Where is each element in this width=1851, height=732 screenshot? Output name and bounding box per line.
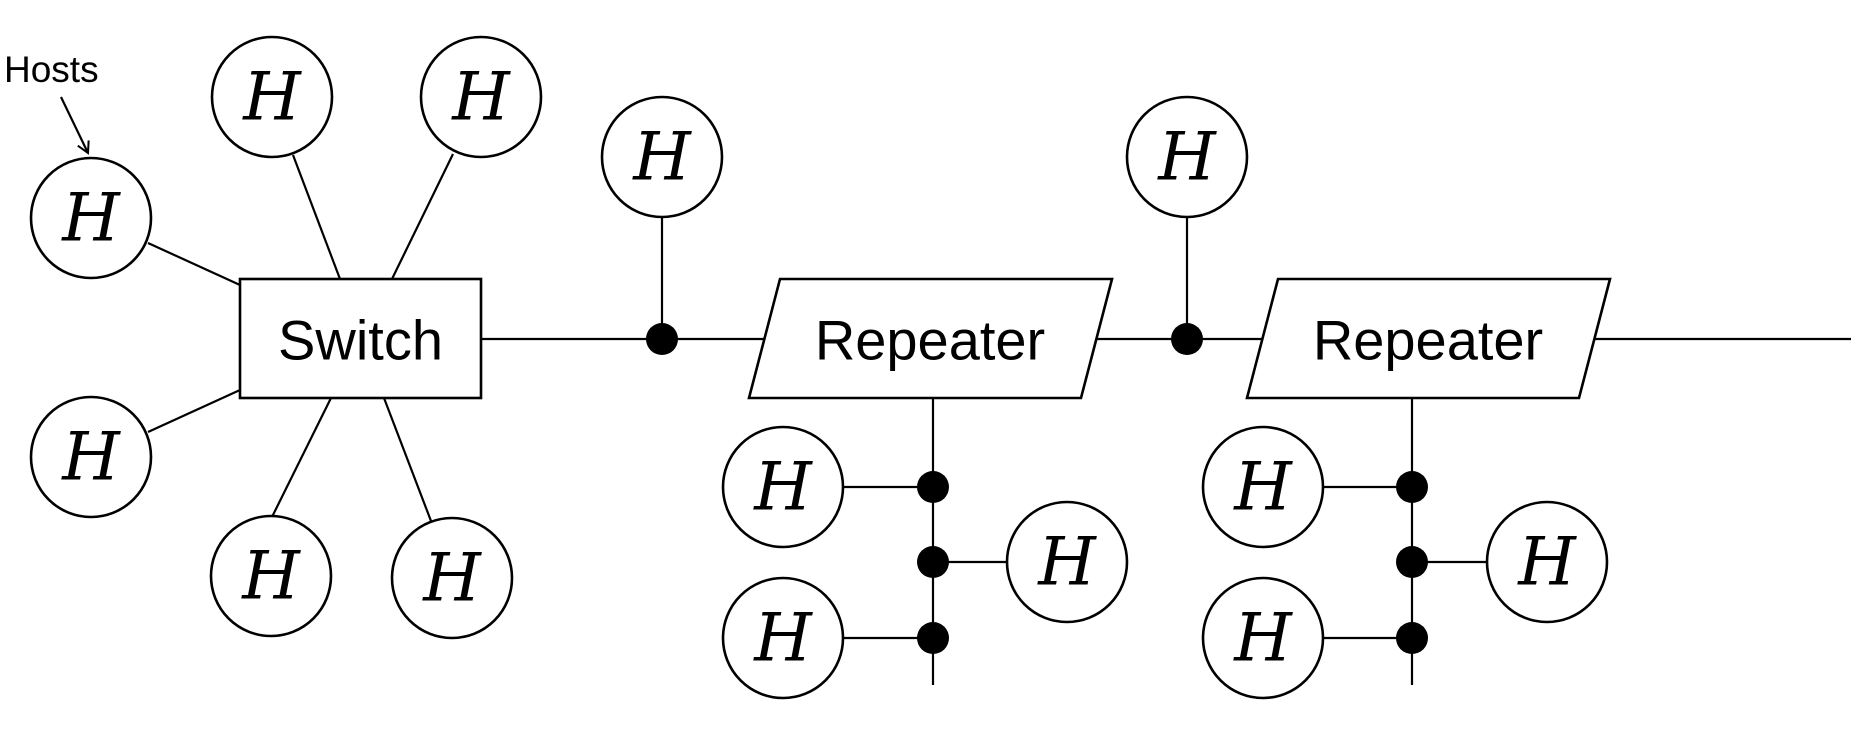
host-label: H bbox=[753, 449, 813, 526]
junction-dot bbox=[1396, 546, 1428, 578]
host-node: H bbox=[29, 395, 153, 519]
host-circle bbox=[721, 576, 845, 700]
host-node: H bbox=[390, 516, 514, 640]
link-switch-host-left-top bbox=[147, 241, 241, 287]
host-label: H bbox=[242, 59, 302, 136]
host-circle bbox=[1125, 95, 1249, 219]
repeater-shape bbox=[747, 277, 1114, 400]
junction-dot bbox=[1396, 471, 1428, 503]
host-node: H bbox=[1201, 576, 1325, 700]
host-node: H bbox=[1005, 500, 1129, 624]
host-circle bbox=[29, 395, 153, 519]
junction-dot bbox=[1396, 622, 1428, 654]
host-circle bbox=[419, 35, 543, 159]
host-label: H bbox=[753, 600, 813, 677]
host-node: H bbox=[1125, 95, 1249, 219]
host-circle bbox=[1005, 500, 1129, 624]
hosts: H H H H H H H H bbox=[29, 35, 1609, 700]
host-node: H bbox=[209, 514, 333, 638]
host-node: H bbox=[29, 156, 153, 280]
host-circle bbox=[390, 516, 514, 640]
link-switch-host-left-bottom bbox=[147, 388, 241, 434]
host-label: H bbox=[1157, 119, 1217, 196]
host-label: H bbox=[61, 419, 121, 496]
host-circle bbox=[1201, 425, 1325, 549]
junction-dot bbox=[646, 323, 678, 355]
host-node: H bbox=[419, 35, 543, 159]
host-circle bbox=[209, 514, 333, 638]
host-circle bbox=[721, 425, 845, 549]
repeater-shape bbox=[1245, 277, 1612, 400]
host-circle bbox=[1201, 576, 1325, 700]
host-node: H bbox=[721, 425, 845, 549]
junctions bbox=[646, 323, 1428, 654]
host-node: H bbox=[1201, 425, 1325, 549]
link-switch-host-top-1 bbox=[291, 154, 342, 280]
host-node: H bbox=[210, 35, 334, 159]
host-node: H bbox=[1485, 500, 1609, 624]
junction-dot bbox=[917, 546, 949, 578]
host-circle bbox=[210, 35, 334, 159]
junction-dot bbox=[917, 471, 949, 503]
host-label: H bbox=[241, 538, 301, 615]
host-circle bbox=[29, 156, 153, 280]
host-label: H bbox=[1233, 449, 1293, 526]
repeater-label: Repeater bbox=[1313, 309, 1543, 372]
switch-label: Switch bbox=[278, 309, 443, 372]
host-label: H bbox=[1233, 600, 1293, 677]
host-node: H bbox=[600, 95, 724, 219]
host-label: H bbox=[1517, 524, 1577, 601]
hosts-annotation-arrow bbox=[60, 96, 88, 153]
switch-box bbox=[238, 277, 483, 400]
junction-dot bbox=[1171, 323, 1203, 355]
host-label: H bbox=[422, 540, 482, 617]
link-switch-host-bottom-1 bbox=[270, 397, 332, 520]
host-label: H bbox=[451, 59, 511, 136]
host-node: H bbox=[721, 576, 845, 700]
host-label: H bbox=[61, 180, 121, 257]
switch-node: Switch bbox=[238, 277, 483, 400]
repeater-node-1: Repeater bbox=[747, 277, 1114, 400]
hosts-annotation-label: Hosts bbox=[4, 49, 99, 90]
link-switch-host-bottom-2 bbox=[382, 397, 433, 522]
host-label: H bbox=[1037, 524, 1097, 601]
edges bbox=[60, 96, 1851, 685]
junction-dot bbox=[917, 622, 949, 654]
link-switch-host-top-2 bbox=[391, 153, 454, 280]
host-circle bbox=[1485, 500, 1609, 624]
host-circle bbox=[600, 95, 724, 219]
repeater-label: Repeater bbox=[815, 309, 1045, 372]
repeater-node-2: Repeater bbox=[1245, 277, 1612, 400]
host-label: H bbox=[632, 119, 692, 196]
